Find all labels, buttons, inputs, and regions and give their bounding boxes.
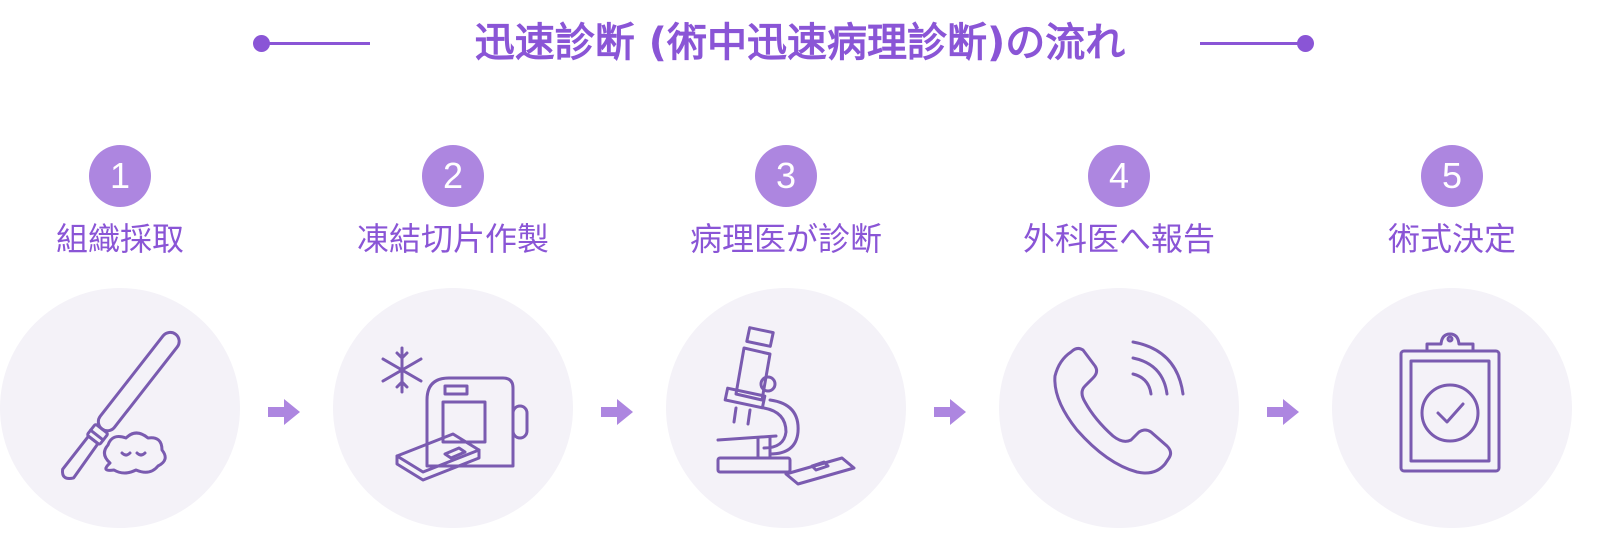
step-icon-circle [333, 288, 573, 528]
step-number-badge: 4 [1088, 145, 1150, 207]
step-icon-circle [0, 288, 240, 528]
page-title: 迅速診断 (術中迅速病理診断)の流れ [474, 20, 1126, 66]
title-row: 迅速診断 (術中迅速病理診断)の流れ [0, 16, 1600, 70]
cryostat-snowflake-icon [381, 346, 529, 482]
step-label: 外科医へ報告 [1022, 220, 1215, 258]
step-label: 術式決定 [1387, 220, 1516, 258]
step-label: 病理医が診断 [689, 220, 882, 258]
microscope-icon [716, 326, 856, 486]
title-right-dot [1297, 35, 1314, 52]
title-left-line [262, 42, 370, 45]
step-number-badge: 3 [755, 145, 817, 207]
title-left-dot [253, 35, 270, 52]
step-number-badge: 5 [1421, 145, 1483, 207]
flow-arrow [1267, 399, 1299, 425]
step-number-badge: 2 [422, 145, 484, 207]
flow-arrow [601, 399, 633, 425]
step-icon-circle [999, 288, 1239, 528]
step-number-badge: 1 [89, 145, 151, 207]
phone-icon [1053, 340, 1185, 475]
scalpel-tissue-icon [60, 330, 181, 480]
step-label: 凍結切片作製 [356, 220, 549, 258]
step-label: 組織採取 [55, 220, 184, 258]
title-right-line [1200, 42, 1310, 45]
clipboard-check-icon [1399, 332, 1501, 473]
step-icon-circle [1332, 288, 1572, 528]
flow-arrow [934, 399, 966, 425]
step-icon-circle [666, 288, 906, 528]
flow-arrow [268, 399, 300, 425]
